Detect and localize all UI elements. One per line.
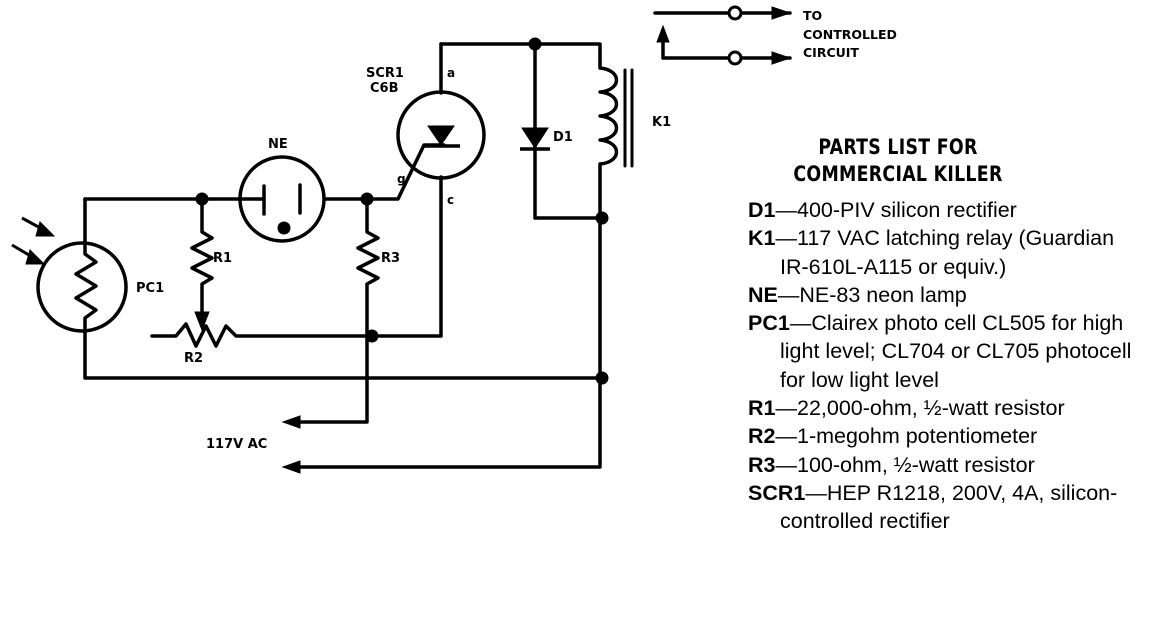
parts-list: PARTS LIST FOR COMMERCIAL KILLER D1—400-…	[748, 134, 1148, 536]
photocell-resistor	[74, 197, 604, 380]
output-arrow-up	[656, 24, 670, 43]
part-item: R2—1-megohm potentiometer	[748, 424, 1038, 449]
anode-label: a	[447, 66, 455, 80]
photocell-body	[36, 241, 128, 333]
part-item: PC1—Clairex photo cell CL505 for high li…	[748, 311, 1132, 392]
junction-r2	[365, 329, 379, 343]
output-label-line2: CONTROLLED	[803, 27, 897, 42]
parts-list-title: PARTS LIST FOR COMMERCIAL KILLER	[760, 134, 1036, 188]
part-item: K1—117 VAC latching relay (Guardian IR-6…	[748, 226, 1115, 279]
junction-top	[528, 37, 542, 51]
junction-ne-right	[360, 192, 374, 206]
neon-electrodes	[83, 183, 302, 216]
part-item: SCR1—HEP R1218, 200V, 4A, silicon-contro…	[748, 480, 1118, 534]
part-item: D1—400-PIV silicon rectifier	[748, 198, 1017, 222]
wire-scr-cathode	[370, 175, 443, 338]
output-arrow-top	[771, 6, 792, 20]
cathode-label: c	[447, 193, 454, 207]
wire-d1	[533, 42, 604, 220]
light-arrow-2	[25, 249, 46, 265]
r3-label: R3	[381, 251, 400, 266]
d1-label: D1	[553, 130, 573, 145]
pc1-label: PC1	[136, 281, 164, 296]
part-item: R1—22,000-ohm, ½-watt resistor	[748, 396, 1065, 421]
wire-top	[439, 42, 602, 64]
scr-body	[396, 90, 486, 180]
r2-wiper-arrow	[194, 311, 210, 332]
junction-relay	[595, 211, 609, 225]
r2-potentiometer	[150, 322, 374, 348]
scr-label: SCR1	[366, 66, 404, 81]
output-line-bottom	[661, 38, 792, 60]
output-label-line3: CIRCUIT	[803, 45, 859, 60]
scr-type-label: C6B	[370, 81, 399, 96]
relay-coil	[298, 60, 619, 469]
output-terminal-bottom	[727, 50, 743, 66]
parts-title-line1: PARTS LIST FOR	[818, 135, 978, 159]
ac-arrow-top	[281, 415, 301, 429]
r1-label: R1	[213, 251, 232, 266]
output-label-line1: TO	[803, 8, 822, 23]
output-terminal-top	[727, 5, 743, 21]
relay-core	[623, 68, 634, 168]
light-arrow-1	[35, 221, 56, 237]
r3-resistor	[298, 197, 380, 424]
part-item: R3—100-ohm, ½-watt resistor	[748, 452, 1035, 477]
ac-arrow-bottom	[281, 460, 301, 474]
k1-label: K1	[652, 115, 671, 130]
output-arrow-bottom	[771, 51, 792, 65]
r2-label: R2	[184, 351, 203, 366]
part-item: NE—NE-83 neon lamp	[748, 282, 967, 307]
wire-gate	[323, 143, 446, 201]
r1-resistor	[190, 197, 214, 324]
scr-diode-triangle	[427, 125, 455, 146]
neon-dot	[277, 221, 291, 235]
d1-diode-triangle	[521, 127, 549, 149]
gate-label: g	[397, 172, 406, 186]
parts-title-line2: COMMERCIAL KILLER	[793, 162, 1003, 186]
ac-supply-label: 117V AC	[206, 437, 267, 452]
parts-items: D1—400-PIV silicon rectifier K1—117 VAC …	[748, 196, 1148, 536]
junction-bottom	[595, 371, 609, 385]
junction-ne-left	[195, 192, 209, 206]
neon-label: NE	[268, 137, 288, 152]
